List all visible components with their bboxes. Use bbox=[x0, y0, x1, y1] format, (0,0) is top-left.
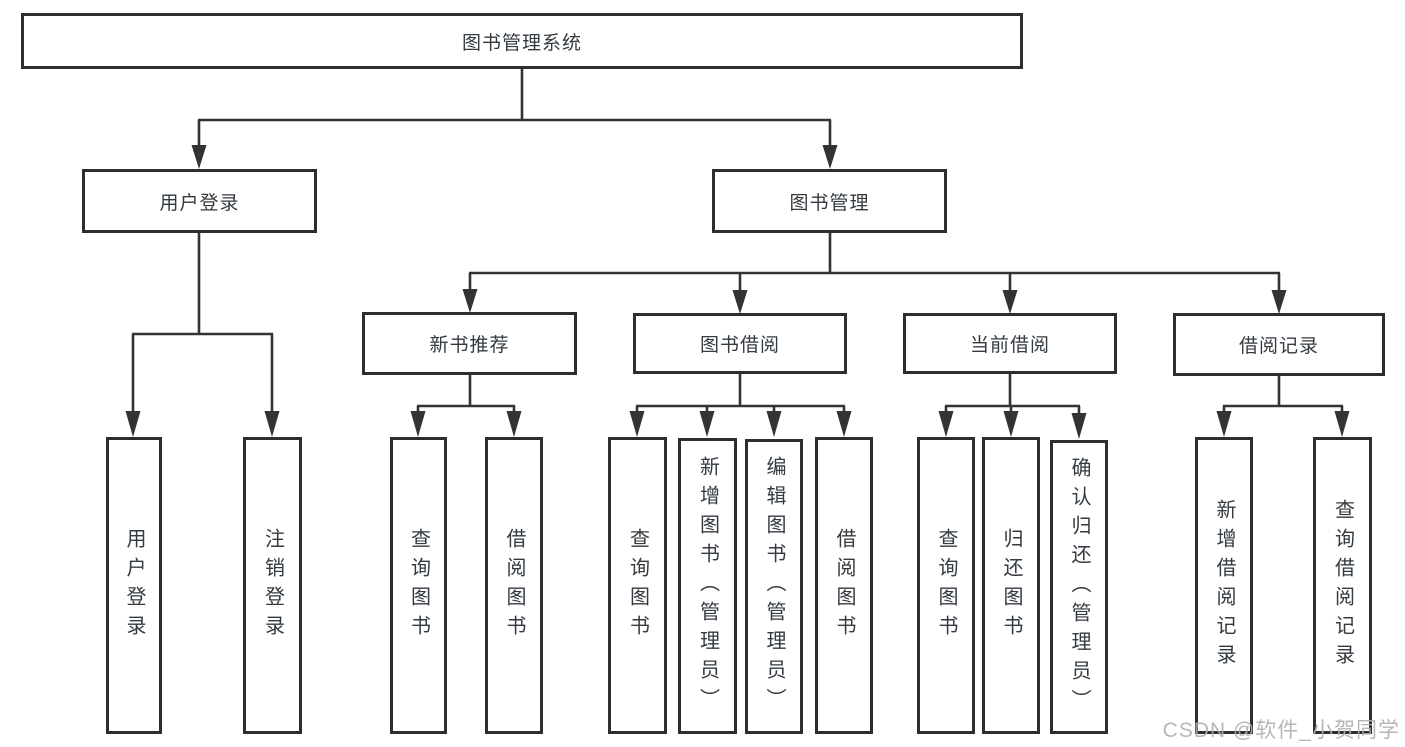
leaf-borrow-books-recommend: 借阅图书 bbox=[485, 437, 543, 734]
leaf-query-borrowing-record: 查询借阅记录 bbox=[1313, 437, 1372, 734]
leaf-return-books: 归还图书 bbox=[982, 437, 1040, 734]
leaf-add-books-admin: 新增图书（管理员） bbox=[678, 438, 737, 734]
node-book-borrowing: 图书借阅 bbox=[633, 313, 847, 374]
leaf-query-books-recommend: 查询图书 bbox=[390, 437, 447, 734]
node-current-borrowing: 当前借阅 bbox=[903, 313, 1117, 374]
leaf-borrow-books: 借阅图书 bbox=[815, 437, 873, 734]
node-book-management: 图书管理 bbox=[712, 169, 947, 233]
leaf-edit-books-admin: 编辑图书（管理员） bbox=[745, 439, 803, 734]
node-user-login: 用户登录 bbox=[82, 169, 317, 233]
leaf-user-login: 用户登录 bbox=[106, 437, 162, 734]
leaf-logout: 注销登录 bbox=[243, 437, 302, 734]
leaf-confirm-return-admin: 确认归还（管理员） bbox=[1050, 440, 1108, 734]
csdn-watermark: CSDN @软件_小贺同学 bbox=[1162, 719, 1400, 742]
arrowheads bbox=[125, 145, 1350, 439]
leaf-query-books-current: 查询图书 bbox=[917, 437, 975, 734]
node-borrowing-records: 借阅记录 bbox=[1173, 313, 1385, 376]
leaf-add-borrowing-record: 新增借阅记录 bbox=[1195, 437, 1253, 734]
leaf-query-books-borrowing: 查询图书 bbox=[608, 437, 667, 734]
node-new-book-recommendation: 新书推荐 bbox=[362, 312, 577, 375]
node-library-management-system: 图书管理系统 bbox=[21, 13, 1023, 69]
